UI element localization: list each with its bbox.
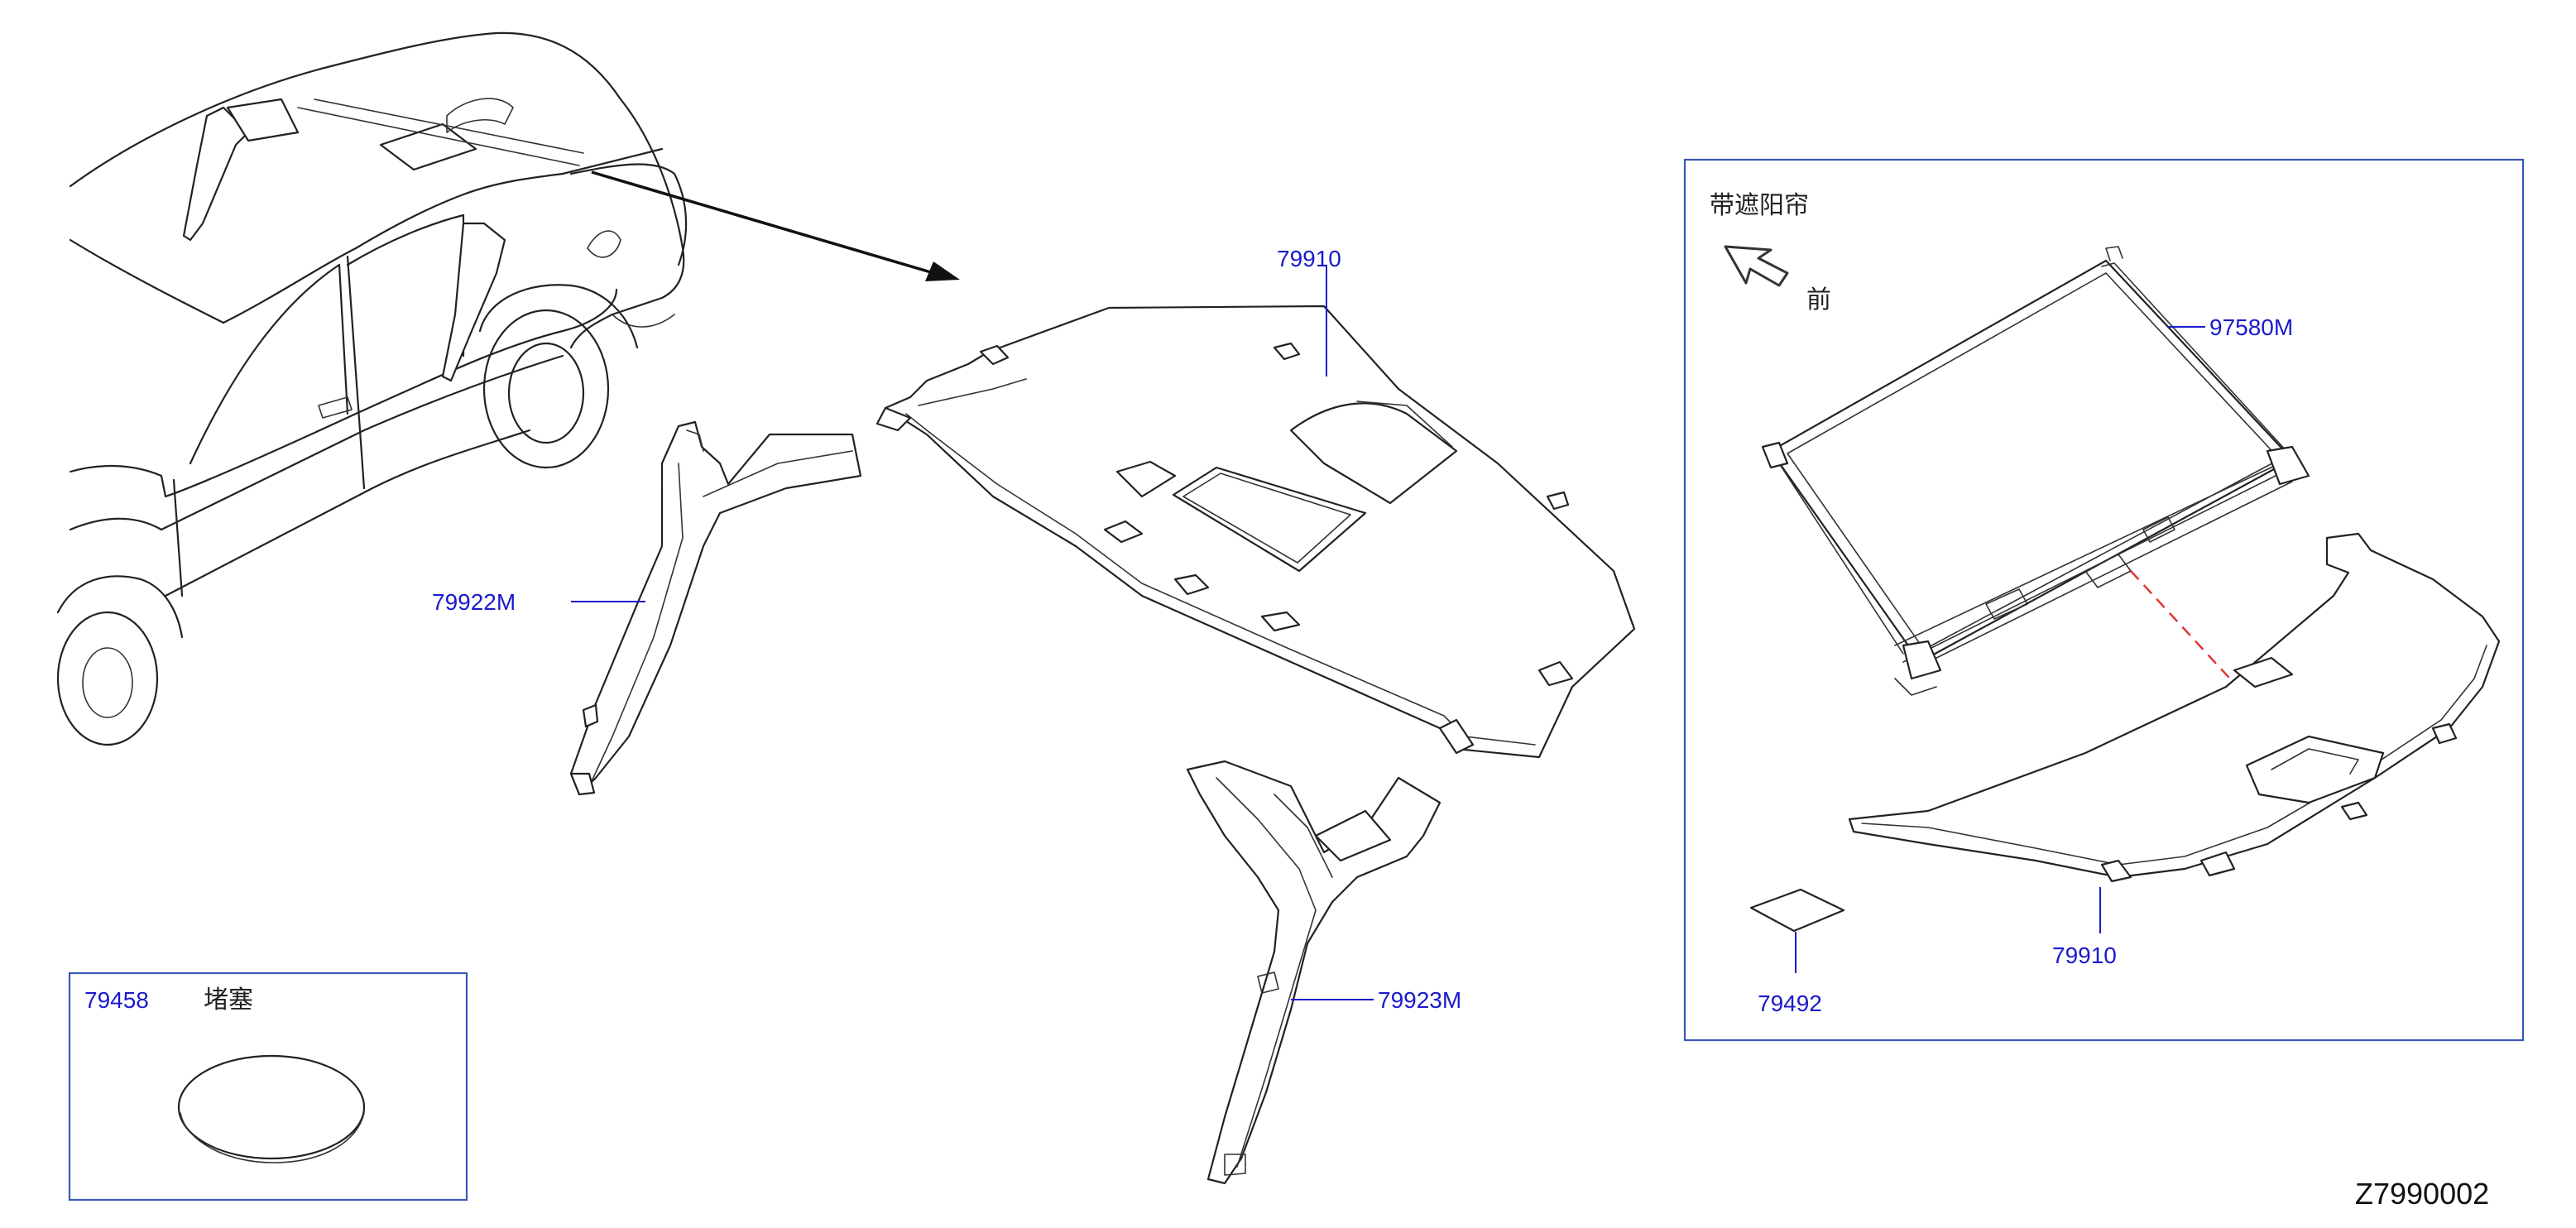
front-arrow-icon xyxy=(1724,245,1789,287)
headlining-main[interactable] xyxy=(875,305,1636,759)
label-79910-inset[interactable]: 79910 xyxy=(2052,943,2117,968)
pillar-79923m[interactable] xyxy=(1186,760,1442,1185)
pad-79492[interactable] xyxy=(1749,888,1845,933)
label-79922m[interactable]: 79922M xyxy=(432,589,516,615)
front-caption: 前 xyxy=(1806,285,1831,314)
label-97580m[interactable]: 97580M xyxy=(2209,314,2293,340)
sunshade-panel: 带遮阳帘 前 97580M xyxy=(1683,158,2525,1042)
sunshade-caption: 带遮阳帘 xyxy=(1710,191,1809,220)
pointer-arrow xyxy=(591,170,960,281)
sunshade-97580m[interactable] xyxy=(1761,246,2310,696)
sunshade-frame xyxy=(1683,158,2525,1042)
label-79492[interactable]: 79492 xyxy=(1758,991,1822,1016)
label-79458[interactable]: 79458 xyxy=(84,987,149,1013)
plug-part[interactable] xyxy=(177,1054,366,1163)
plug-frame xyxy=(68,971,468,1202)
vehicle-overview xyxy=(56,31,688,746)
headlining-inset[interactable] xyxy=(1848,532,2501,883)
drawing-number: Z7990002 xyxy=(2355,1177,2489,1211)
label-79910-main[interactable]: 79910 xyxy=(1277,246,1341,271)
plug-caption: 堵塞 xyxy=(204,986,253,1015)
plug-panel: 79458 堵塞 xyxy=(68,971,468,1202)
pillar-79922m[interactable] xyxy=(569,420,862,796)
label-79923m[interactable]: 79923M xyxy=(1378,987,1461,1013)
